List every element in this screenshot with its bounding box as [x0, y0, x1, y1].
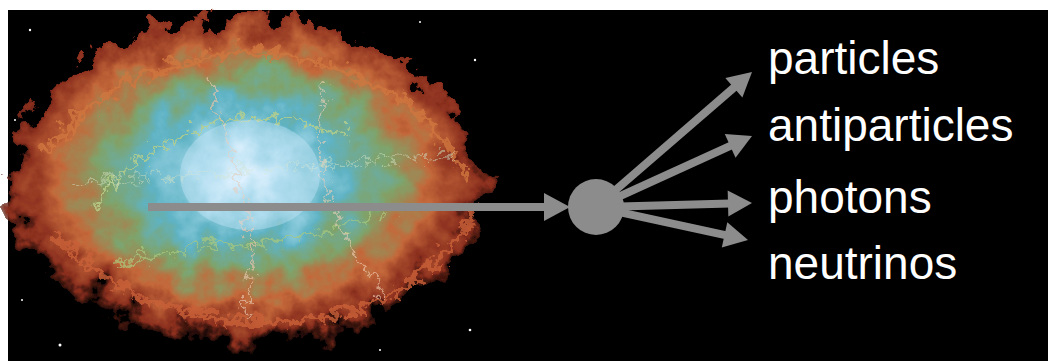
input-arrow	[148, 203, 546, 211]
output-arrow	[619, 212, 748, 248]
arrow-head	[725, 72, 752, 98]
output-label: neutrinos	[768, 238, 957, 289]
output-arrow	[618, 134, 752, 197]
output-label: photons	[768, 172, 932, 223]
arrow-shaft	[620, 204, 730, 207]
night-sky	[8, 10, 1048, 361]
arrow-head	[725, 134, 752, 158]
arrow-shaft	[614, 86, 735, 191]
arrow-shaft	[619, 212, 726, 235]
arrow-shaft	[618, 145, 732, 197]
nebula-core	[180, 120, 320, 230]
input-arrowhead	[544, 193, 570, 221]
output-arrow	[614, 72, 752, 191]
output-label: particles	[768, 33, 939, 84]
arrow-head	[722, 222, 748, 247]
output-label: antiparticles	[768, 100, 1013, 151]
nebula-cloud	[10, 20, 480, 340]
arrow-head	[728, 191, 752, 217]
nebula-filaments	[40, 48, 470, 316]
